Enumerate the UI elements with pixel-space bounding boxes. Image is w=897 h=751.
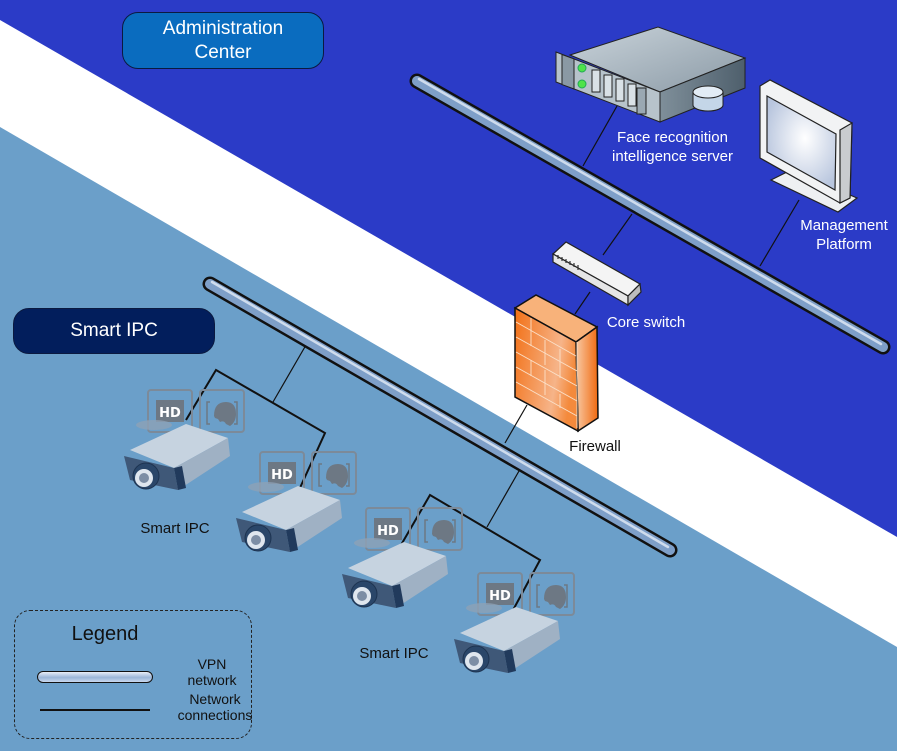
face-recognition-badge-icon — [529, 572, 575, 616]
monitor-label-line2: Platform — [816, 236, 872, 253]
network-connections — [272, 105, 800, 528]
ip-camera: HD — [454, 572, 575, 673]
ip-camera-icon — [454, 603, 560, 673]
ipc-zone-background — [0, 127, 897, 751]
ipc-group1-uplink-line — [272, 344, 307, 403]
legend-connection-label: Network connections — [177, 691, 253, 723]
vpn-pipe-admin — [409, 73, 891, 355]
admin-zone-background — [0, 0, 897, 537]
camera-group-label-1: Smart IPC — [140, 520, 210, 537]
hd-badge-icon: HD — [477, 572, 523, 616]
monitor-label-line1: Management — [800, 217, 888, 234]
legend-vpn-pipe-symbol — [37, 671, 153, 683]
network-switch-icon — [551, 241, 642, 307]
vpn-pipe-ipc — [202, 276, 678, 558]
monitor-uplink-line — [759, 199, 800, 267]
svg-text:HD: HD — [377, 524, 399, 539]
svg-text:HD: HD — [489, 589, 511, 604]
ip-camera: HD — [342, 507, 463, 608]
legend-vpn-label-line1: VPN — [197, 656, 227, 672]
face-recognition-badge-icon — [199, 389, 245, 433]
legend-title: Legend — [71, 623, 139, 645]
server-label: Face recognition intelligence server — [590, 128, 755, 166]
face-recognition-badge-icon — [417, 507, 463, 551]
hd-badge-icon: HD — [365, 507, 411, 551]
legend-box: Legend VPN network Network connections — [14, 610, 252, 739]
switch-uplink-line — [602, 213, 633, 256]
ip-camera: HD — [124, 389, 245, 490]
server-label-line1: Face recognition — [617, 129, 728, 146]
legend-vpn-label: VPN network — [177, 656, 247, 688]
server-label-line2: intelligence server — [612, 148, 733, 165]
zone-label-admin-center-line2: Center — [194, 41, 252, 63]
ipc-group2-uplink-line — [486, 470, 520, 528]
monitor-label: Management Platform — [790, 216, 897, 254]
switch-firewall-line — [574, 291, 591, 315]
svg-text:HD: HD — [271, 468, 293, 483]
face-recognition-badge-icon — [311, 451, 357, 495]
zone-label-smart-ipc: Smart IPC — [13, 308, 215, 354]
server-uplink-line — [582, 105, 618, 167]
ip-camera-icon — [342, 538, 448, 608]
svg-text:HD: HD — [159, 406, 181, 421]
hd-badge-icon: HD — [147, 389, 193, 433]
legend-connection-label-line2: connections — [177, 707, 253, 723]
zone-label-admin-center-line1: Administration — [162, 17, 284, 39]
monitor-icon — [759, 79, 859, 213]
ip-camera-icon — [236, 482, 342, 552]
legend-connection-line-symbol — [40, 709, 150, 711]
firewall-downlink-line — [504, 404, 528, 444]
camera-layer: HD HD HD HD — [124, 389, 575, 673]
firewall-icon — [513, 294, 599, 433]
firewall-label: Firewall — [569, 438, 621, 455]
zone-label-admin-center: Administration Center — [122, 12, 324, 69]
zone-label-smart-ipc-text: Smart IPC — [70, 320, 158, 341]
camera-bracket-group2 — [400, 493, 542, 613]
ip-camera-icon — [124, 420, 230, 490]
camera-group-label-2: Smart IPC — [359, 645, 429, 662]
rack-server-icon — [555, 26, 747, 123]
core-switch-label: Core switch — [606, 314, 686, 331]
hd-badge-icon: HD — [259, 451, 305, 495]
legend-connection-label-line1: Network — [189, 691, 241, 707]
ip-camera: HD — [236, 451, 357, 552]
legend-vpn-label-line2: network — [187, 672, 237, 688]
